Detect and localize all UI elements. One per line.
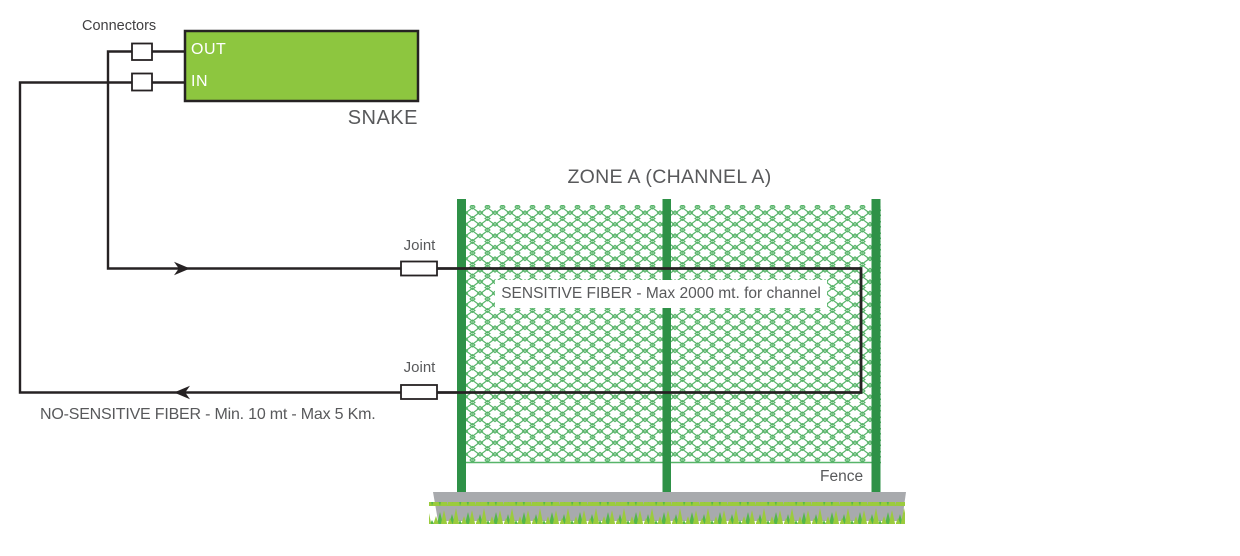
fence-post-left bbox=[457, 199, 466, 493]
fence-post-right bbox=[871, 199, 881, 493]
device-name-label: SNAKE bbox=[347, 107, 418, 129]
fence-label: Fence bbox=[820, 468, 864, 485]
connector-square-in bbox=[131, 72, 153, 92]
fiber-path-return bbox=[18, 81, 401, 394]
joint-box-bottom bbox=[400, 384, 438, 400]
zone-title: ZONE A (CHANNEL A) bbox=[567, 166, 772, 188]
device-box bbox=[183, 29, 420, 103]
sensitive-fiber-callout: SENSITIVE FIBER - Max 2000 mt. for chann… bbox=[495, 280, 827, 308]
sensitive-fiber-loop bbox=[437, 267, 863, 394]
device-port-out-label: OUT bbox=[191, 41, 227, 58]
joint-bottom-label: Joint bbox=[403, 359, 436, 376]
fence-post-middle bbox=[662, 199, 671, 493]
fiber-path-out bbox=[106, 50, 401, 270]
device-port-in-label: IN bbox=[191, 73, 208, 90]
connector-square-out bbox=[131, 42, 153, 61]
joint-top-label: Joint bbox=[403, 237, 436, 254]
grass bbox=[429, 502, 905, 524]
arrow-right-icon bbox=[174, 261, 190, 276]
connectors-label: Connectors bbox=[82, 18, 157, 34]
arrow-left-icon bbox=[174, 385, 190, 400]
joint-box-top bbox=[400, 260, 438, 277]
no-sensitive-fiber-label: NO-SENSITIVE FIBER - Min. 10 mt - Max 5 … bbox=[40, 406, 376, 423]
sensitive-fiber-label: SENSITIVE FIBER - Max 2000 mt. for chann… bbox=[501, 285, 821, 302]
